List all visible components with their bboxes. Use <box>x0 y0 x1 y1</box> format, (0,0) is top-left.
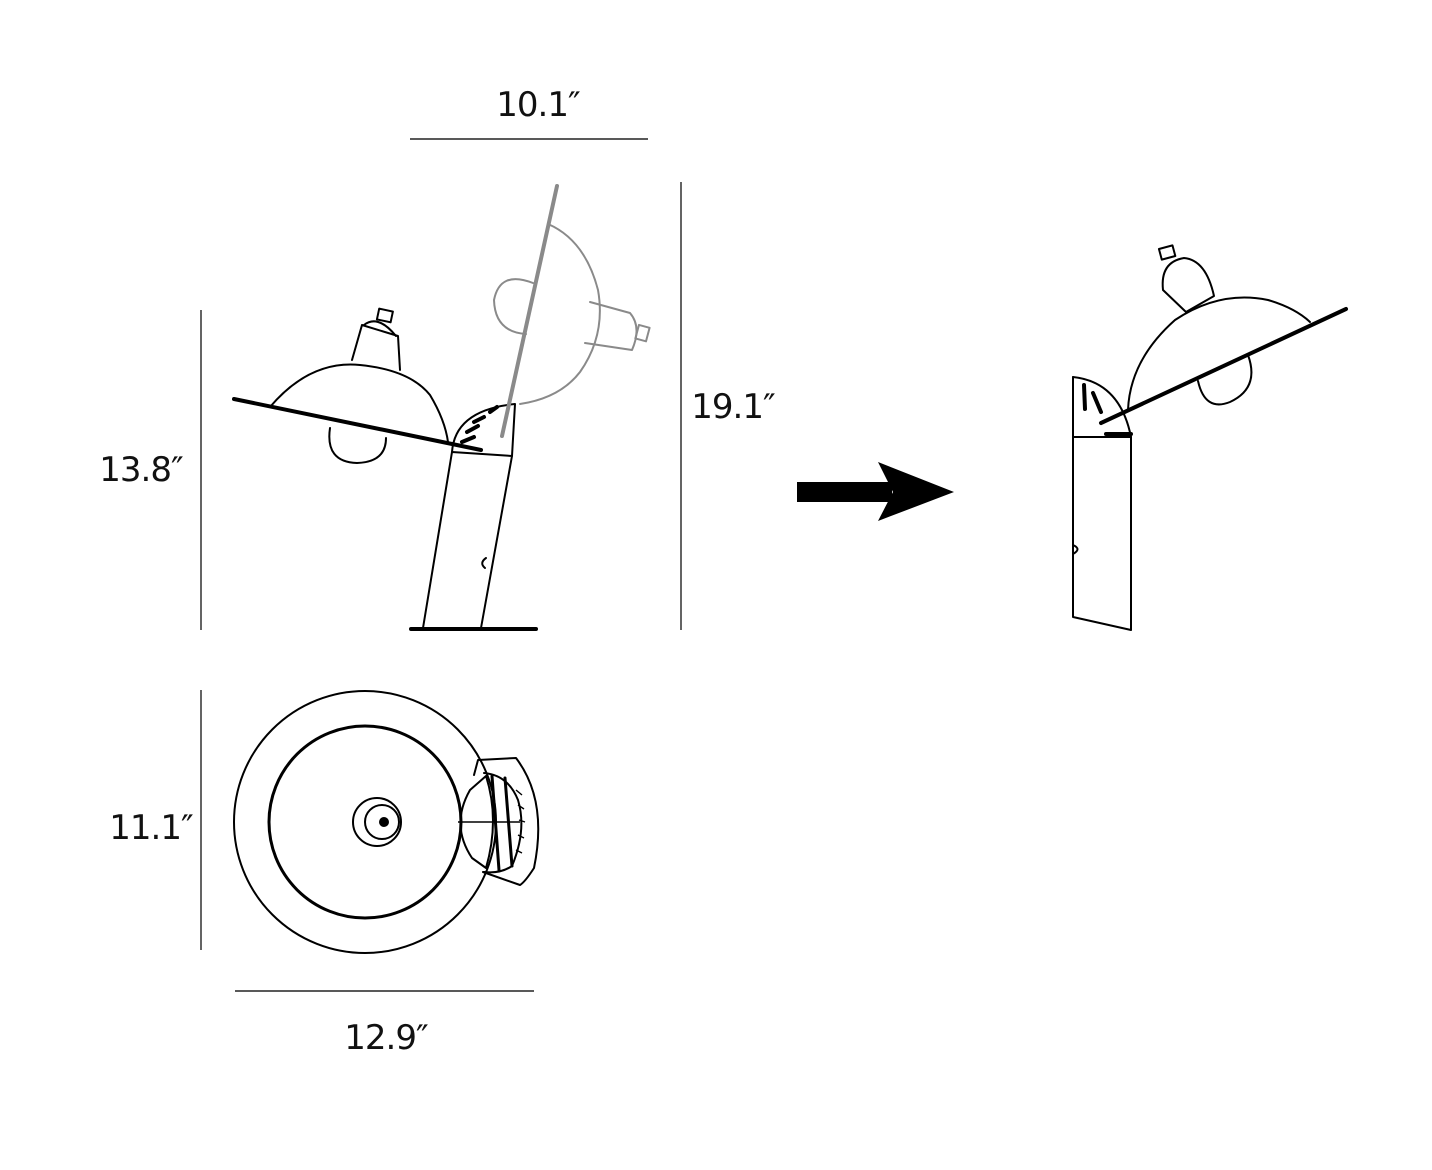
dimension-base-depth: 11.1″ <box>109 690 202 950</box>
base-hub-screw <box>379 817 389 827</box>
dial-tick <box>472 415 486 424</box>
lamp-side-view <box>232 307 538 631</box>
lamp-socket-cap <box>363 320 397 337</box>
wall-socket-tip <box>1157 244 1177 261</box>
arrow-right-icon <box>797 462 954 521</box>
lamp-stem <box>422 451 513 629</box>
lamp-top-view <box>233 690 540 954</box>
wall-plate <box>1072 376 1132 631</box>
lamp-socket <box>351 324 401 371</box>
arrow-head <box>878 462 954 521</box>
dimension-base-width: 12.9″ <box>235 990 534 1058</box>
dial-tick <box>460 435 476 444</box>
base-dial-knurl <box>515 789 526 854</box>
wall-shade-rim <box>1099 307 1348 425</box>
wall-shade-dome <box>1127 296 1311 411</box>
dimension-label-lamp-height: 13.8″ <box>99 450 183 490</box>
base-dial-housing <box>473 757 540 886</box>
lamp-stem-notch <box>481 557 487 569</box>
base-dial-front <box>459 775 494 869</box>
ghost-shade-rim <box>500 184 559 438</box>
ghost-socket <box>584 301 638 351</box>
dimension-lamp-height: 13.8″ <box>99 310 202 630</box>
wall-pivot-dial <box>1072 376 1132 438</box>
arrow-shaft <box>797 482 892 502</box>
lamp-shade-dome <box>269 363 449 443</box>
lamp-wall-view <box>1072 244 1348 631</box>
dial-tick <box>1091 391 1103 414</box>
ghost-socket-tip <box>634 323 651 343</box>
dimension-label-top-width: 10.1″ <box>496 85 580 125</box>
dimension-label-total-height: 19.1″ <box>691 387 775 427</box>
lamp-bulb <box>328 427 387 464</box>
dimension-label-base-width: 12.9″ <box>344 1018 428 1058</box>
dial-tick <box>465 424 480 434</box>
dial-tick <box>1082 383 1087 411</box>
wall-bulb <box>1197 354 1253 406</box>
dimension-total-height: 19.1″ <box>680 182 776 630</box>
dimension-top-width: 10.1″ <box>410 85 648 140</box>
wall-socket <box>1161 257 1215 313</box>
lamp-raised-shade-ghost <box>493 184 651 438</box>
base-dial-rib <box>490 774 501 872</box>
base-hub-inner <box>364 804 400 840</box>
wall-plate-notch <box>1072 544 1079 555</box>
base-hub-outer <box>352 797 402 847</box>
dimension-label-base-depth: 11.1″ <box>109 808 193 848</box>
ghost-shade-dome <box>519 223 601 405</box>
ghost-bulb <box>493 278 534 335</box>
lamp-socket-tip <box>375 307 394 324</box>
dial-tick <box>488 405 499 414</box>
lamp-shade-rim <box>232 397 483 452</box>
